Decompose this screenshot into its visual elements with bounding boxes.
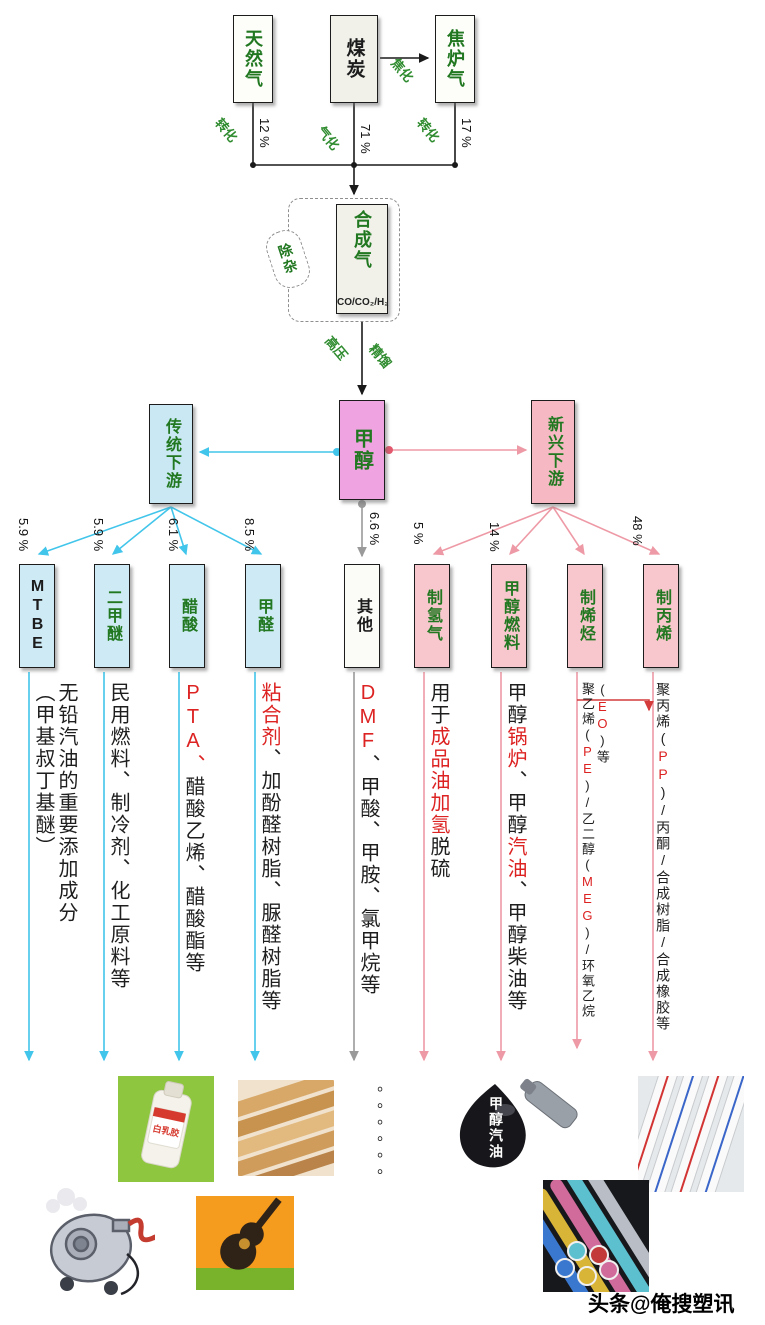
boiler-cartoon-image <box>46 1188 155 1296</box>
process-pressure-label: 高压 <box>322 333 351 363</box>
percent-hydrogen: 5 % <box>411 522 426 545</box>
box-propylene-label: 制丙烯 <box>653 589 670 643</box>
box-others-label: 其他 <box>354 598 371 634</box>
color-tubes-image <box>543 1180 649 1292</box>
natural-gas-label: 天然气 <box>243 29 263 89</box>
coke-oven-gas-box: 焦炉气 <box>435 15 475 103</box>
percent-olefins: 48 % <box>630 516 645 546</box>
emerging-downstream-label: 新兴下游 <box>545 416 562 488</box>
coal-box: 煤炭 <box>330 15 378 103</box>
methanol-gasoline-label: 甲醇汽油 <box>488 1096 504 1160</box>
wood-boards-image <box>238 1080 334 1176</box>
box-acetic-acid: 醋酸 <box>169 564 205 668</box>
box-olefins: 制烯烃 <box>567 564 603 668</box>
box-propylene: 制丙烯 <box>643 564 679 668</box>
traditional-downstream-box: 传统下游 <box>149 404 193 504</box>
box-methanol-fuel: 甲醇燃料 <box>491 564 527 668</box>
ellipsis-dots: 。。。。。。 <box>366 1086 383 1193</box>
methanol-box: 甲醇 <box>339 400 385 500</box>
box-hydrogen: 制氢气 <box>414 564 450 668</box>
methanol-label: 甲醇 <box>350 428 373 472</box>
box-methanol-fuel-label: 甲醇燃料 <box>501 580 518 652</box>
process-gasification-label: 气化 <box>314 123 343 153</box>
percent-methanol-fuel: 14 % <box>487 522 502 552</box>
natural-gas-box: 天然气 <box>233 15 273 103</box>
coal-label: 煤炭 <box>343 38 365 80</box>
process-distillation-label: 精馏 <box>366 341 395 371</box>
desc-methanol-fuel: 甲醇锅炉、甲醇汽油、甲醇柴油等 <box>504 682 526 1012</box>
percent-acetic-acid: 6.1 % <box>166 518 181 552</box>
methanol-gasoline-image <box>459 1078 578 1168</box>
syngas-label: 合成气 <box>352 210 372 270</box>
desc-mtbe: （甲基叔丁基醚）无铅汽油的重要添加成分 <box>32 682 77 924</box>
process-conversion-ng-label: 转化 <box>212 115 241 145</box>
box-dimethyl-ether: 二甲醚 <box>94 564 130 668</box>
percent-coal: 71 % <box>358 124 373 154</box>
percent-others: 6.6 % <box>367 512 382 546</box>
process-coking-label: 焦化 <box>388 55 417 85</box>
ppr-pipes-image <box>638 1076 744 1192</box>
process-conversion-cog-label: 转化 <box>414 115 443 145</box>
box-mtbe: MTBE <box>19 564 55 668</box>
percent-dimethyl-ether: 5.9 % <box>91 518 106 552</box>
box-hydrogen-label: 制氢气 <box>424 589 441 643</box>
watermark: 头条@俺搜塑讯 <box>588 1293 735 1316</box>
desc-acetic-acid: PTA、醋酸乙烯、醋酸酯等 <box>182 682 204 974</box>
syngas-formula: CO/CO₂/H₂ <box>337 297 389 308</box>
syngas-box: 合成气 CO/CO₂/H₂ <box>336 204 389 314</box>
percent-formaldehyde: 8.5 % <box>242 518 257 552</box>
impurity-removal-label: 除杂 <box>275 241 301 277</box>
box-others: 其他 <box>344 564 380 668</box>
box-dimethyl-ether-label: 二甲醚 <box>104 589 121 643</box>
desc-hydrogen: 用于成品油加氢脱硫 <box>427 682 449 880</box>
coke-oven-gas-label: 焦炉气 <box>445 29 465 89</box>
desc-dimethyl-ether: 民用燃料、制冷剂、化工原料等 <box>107 682 129 990</box>
box-mtbe-label: MTBE <box>29 578 46 654</box>
box-formaldehyde-label: 甲醛 <box>255 598 272 634</box>
desc-others: DMF、甲酸、甲胺、氯甲烷等 <box>357 682 379 996</box>
percent-coke-oven-gas: 17 % <box>459 118 474 148</box>
traditional-downstream-label: 传统下游 <box>163 418 180 490</box>
emerging-downstream-box: 新兴下游 <box>531 400 575 504</box>
guitar-image <box>196 1196 294 1290</box>
percent-mtbe: 5.9 % <box>16 518 31 552</box>
percent-natural-gas: 12 % <box>257 118 272 148</box>
box-olefins-label: 制烯烃 <box>577 589 594 643</box>
box-formaldehyde: 甲醛 <box>245 564 281 668</box>
box-acetic-acid-label: 醋酸 <box>179 598 196 634</box>
desc-propylene: 聚丙烯(PP)/丙酮/合成树脂/合成橡胶等 <box>655 682 672 1032</box>
desc-olefins: 聚乙烯(PE)/乙二醇(MEG)/环氧乙烷(EO)等 <box>579 682 610 1019</box>
glue-product-image: 白乳胶 <box>118 1076 214 1182</box>
desc-formaldehyde: 粘合剂、加酚醛树脂、脲醛树脂等 <box>258 682 280 1012</box>
